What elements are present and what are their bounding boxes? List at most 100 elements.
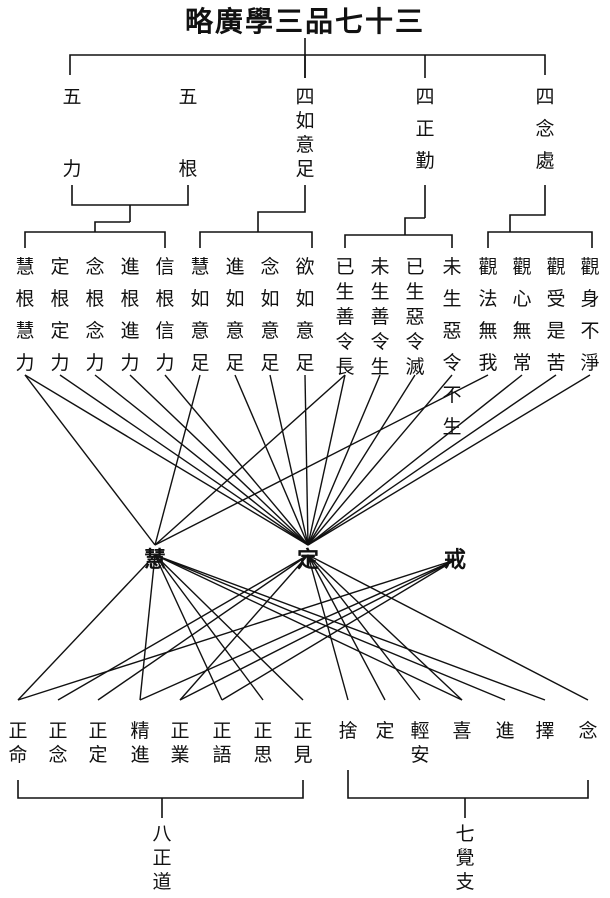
path-item-6: 正語 bbox=[212, 720, 231, 766]
group-five-roots-top: 五 bbox=[178, 86, 197, 108]
item-8-char: 足 bbox=[260, 352, 279, 374]
connection-line bbox=[269, 374, 309, 546]
connection-line bbox=[154, 554, 223, 701]
path-item-8-char: 見 bbox=[293, 744, 312, 766]
awakening-item-4-char: 喜 bbox=[452, 720, 471, 742]
connection-line bbox=[307, 374, 523, 546]
four-efforts-label: 四正勤 bbox=[415, 86, 434, 172]
item-10-char: 善 bbox=[335, 306, 354, 328]
item-8-char: 意 bbox=[260, 320, 279, 342]
four-bases-label-char: 意 bbox=[295, 134, 314, 156]
bottom-brackets bbox=[17, 770, 589, 818]
connection-line bbox=[129, 374, 309, 546]
connection-line bbox=[307, 554, 589, 701]
item-2-char: 根 bbox=[50, 288, 69, 310]
bottom-labels: 八正道 七覺支 bbox=[152, 823, 474, 893]
eightfold-path-label-char: 八 bbox=[152, 823, 171, 845]
four-bases-label-char: 如 bbox=[295, 110, 314, 132]
path-item-2-char: 念 bbox=[48, 743, 67, 766]
item-11-char: 生 bbox=[370, 356, 389, 378]
connection-line bbox=[179, 559, 456, 701]
item-1-char: 根 bbox=[15, 288, 34, 310]
connection-line bbox=[304, 374, 309, 546]
four-efforts-label-char: 正 bbox=[415, 118, 434, 140]
item-4-char: 力 bbox=[120, 352, 139, 374]
connection-line bbox=[154, 374, 489, 546]
eightfold-path-label-char: 正 bbox=[152, 847, 171, 869]
seven-factors-label-char: 七 bbox=[455, 823, 474, 845]
item-9-char: 意 bbox=[295, 320, 314, 342]
item-13-char: 令 bbox=[442, 352, 461, 374]
connection-line bbox=[154, 554, 463, 701]
path-item-7-char: 正 bbox=[253, 720, 272, 742]
item-11-char: 生 bbox=[370, 281, 389, 303]
path-item-8: 正見 bbox=[293, 720, 312, 766]
connection-line bbox=[179, 554, 309, 701]
sub-brackets bbox=[24, 185, 593, 248]
item-6-char: 足 bbox=[190, 352, 209, 374]
center-concentration: 定 bbox=[297, 547, 319, 573]
item-10-char: 已 bbox=[335, 256, 354, 278]
item-7-char: 意 bbox=[225, 320, 244, 342]
awakening-item-3: 輕安 bbox=[410, 720, 429, 766]
connection-line bbox=[139, 559, 456, 701]
awakening-item-2: 定 bbox=[375, 720, 394, 742]
path-item-3-char: 正 bbox=[88, 720, 107, 742]
seven-factors-label: 七覺支 bbox=[455, 823, 474, 893]
awakening-item-1: 捨 bbox=[338, 720, 357, 742]
path-item-8-char: 正 bbox=[293, 720, 312, 742]
path-item-4: 精進 bbox=[130, 720, 149, 766]
item-2-char: 定 bbox=[50, 256, 69, 278]
item-6-char: 意 bbox=[190, 320, 209, 342]
item-11-char: 善 bbox=[370, 306, 389, 328]
connection-line bbox=[154, 554, 506, 701]
item-1-char: 慧 bbox=[15, 320, 34, 342]
four-efforts-label-char: 勤 bbox=[415, 150, 434, 172]
seven-factors-label-char: 支 bbox=[455, 871, 474, 893]
item-14-char: 法 bbox=[478, 288, 497, 310]
awakening-item-7-char: 念 bbox=[578, 719, 597, 742]
item-10-char: 生 bbox=[335, 281, 354, 303]
bottom-items: 正命正念正定精進正業正語正思正見捨定輕安喜進擇念 bbox=[8, 719, 597, 766]
group-five-powers-bottom: 力 bbox=[62, 158, 81, 180]
eightfold-path-label-char: 道 bbox=[152, 871, 171, 893]
items: 慧根慧力定根定力念根念力進根進力信根信力慧如意足進如意足念如意足欲如意足已生善令… bbox=[15, 255, 599, 438]
item-4-char: 根 bbox=[120, 288, 139, 310]
connection-line bbox=[164, 374, 309, 546]
path-item-1: 正命 bbox=[8, 720, 27, 766]
item-14-char: 無 bbox=[478, 320, 497, 342]
item-5-char: 力 bbox=[155, 352, 174, 374]
item-8-char: 念 bbox=[260, 255, 279, 278]
item-12-char: 滅 bbox=[405, 356, 424, 378]
path-item-4-char: 精 bbox=[130, 720, 149, 742]
path-item-5-char: 正 bbox=[170, 720, 189, 742]
awakening-item-7: 念 bbox=[578, 719, 597, 742]
connection-line bbox=[307, 554, 386, 701]
center-precepts: 戒 bbox=[444, 547, 466, 573]
item-15-char: 觀 bbox=[512, 256, 531, 278]
path-item-6-char: 正 bbox=[212, 720, 231, 742]
item-3-char: 根 bbox=[85, 288, 104, 310]
item-9-char: 欲 bbox=[295, 256, 314, 278]
connection-line bbox=[139, 554, 156, 701]
item-2-char: 定 bbox=[50, 320, 69, 342]
four-bases-label-char: 四 bbox=[295, 86, 314, 108]
four-foundations-label: 四念處 bbox=[535, 86, 554, 172]
group-four-foundations: 四念處 bbox=[535, 86, 554, 172]
item-7-char: 如 bbox=[225, 288, 244, 310]
item-15-char: 心 bbox=[512, 288, 531, 310]
four-efforts-label-char: 四 bbox=[415, 86, 434, 108]
connection-line bbox=[307, 554, 349, 701]
path-item-5-char: 業 bbox=[170, 744, 189, 766]
four-foundations-label-char: 處 bbox=[535, 150, 554, 172]
connection-line bbox=[307, 554, 421, 701]
awakening-item-5-char: 進 bbox=[495, 720, 514, 742]
